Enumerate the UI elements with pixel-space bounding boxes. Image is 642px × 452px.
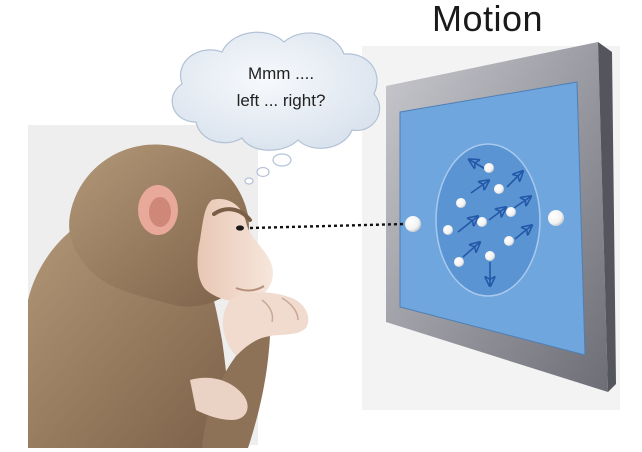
motion-dots — [443, 163, 516, 267]
thought-bubble-medium — [256, 166, 270, 178]
monkey-eye — [236, 225, 244, 231]
motion-arrow-icon — [506, 172, 522, 188]
thought-cloud-icon — [171, 31, 381, 185]
motion-arrow-icon — [488, 208, 505, 221]
monkey-hand — [222, 292, 309, 356]
monkey-ear-inner — [149, 197, 171, 227]
thought-line-2: left ... right? — [236, 91, 326, 110]
thought-cloud — [171, 31, 381, 151]
motion-dot — [506, 207, 516, 217]
monkey-icon — [28, 144, 309, 448]
monkey-brow — [212, 207, 252, 222]
left-target — [405, 216, 421, 232]
right-target — [548, 210, 564, 226]
motion-dot — [477, 217, 487, 227]
motion-dot — [443, 225, 453, 235]
monitor-frame-side — [598, 42, 616, 392]
figure-title: Motion — [432, 0, 544, 39]
thought-bubble-large — [272, 153, 292, 167]
motion-arrow-icon — [457, 217, 477, 233]
motion-arrow-icon — [462, 243, 479, 258]
gaze-line — [249, 222, 406, 230]
thought-bubble-small — [244, 177, 254, 185]
motion-dot — [504, 236, 514, 246]
motion-dot — [454, 257, 464, 267]
motion-arrow-icon — [470, 181, 488, 194]
monitor-icon — [386, 42, 616, 392]
monkey-lower-hand — [190, 377, 248, 420]
thought-text: Mmm .... left ... right? — [196, 60, 366, 114]
motion-dot — [484, 163, 494, 173]
monkey-face — [197, 199, 273, 302]
motion-dot — [485, 251, 495, 261]
motion-dot — [494, 184, 504, 194]
monkey-mouth — [235, 285, 265, 292]
motion-arrow-icon — [513, 197, 530, 209]
motion-dot — [456, 198, 466, 208]
motion-arrow-icon — [514, 226, 531, 240]
thought-line-1: Mmm .... — [247, 64, 315, 83]
monkey-finger-lines — [261, 297, 299, 323]
